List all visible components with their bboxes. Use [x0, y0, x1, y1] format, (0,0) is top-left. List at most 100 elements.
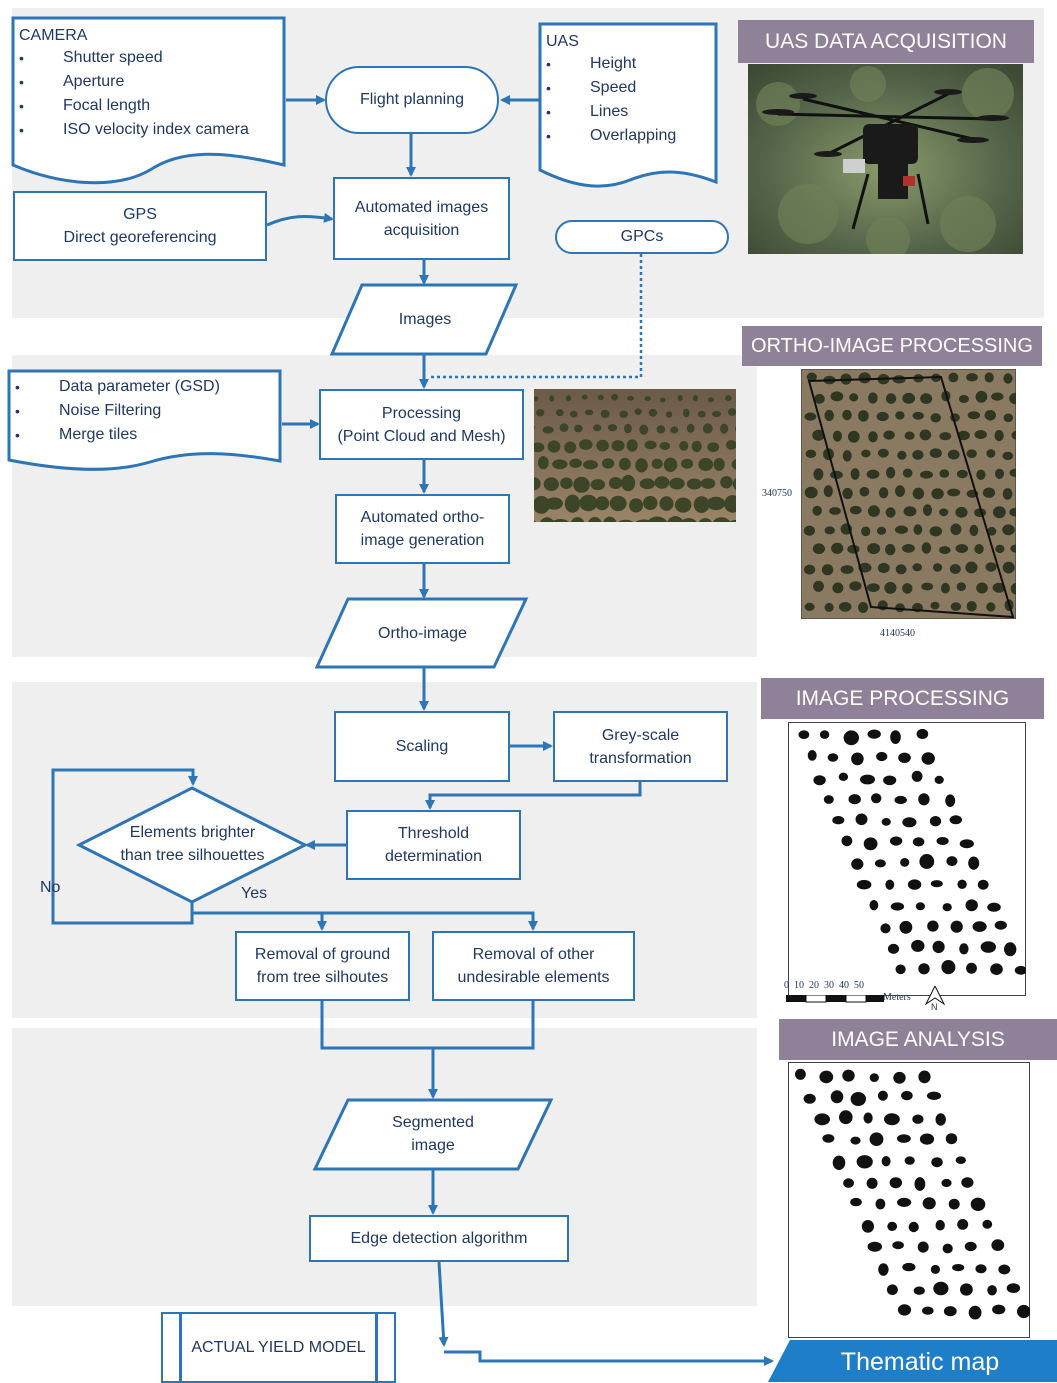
tree-canopy — [850, 1197, 862, 1207]
tree-canopy — [897, 1197, 912, 1207]
tree-canopy — [874, 859, 886, 868]
tree-canopy — [698, 518, 713, 522]
tree-canopy — [843, 1178, 854, 1188]
list-item-label: Data parameter (GSD) — [59, 378, 220, 395]
yield-model-node: ACTUAL YIELD MODEL — [161, 1312, 396, 1383]
list-item: •Data parameter (GSD) — [15, 375, 275, 399]
tree-canopy — [573, 476, 590, 493]
tree-canopy — [838, 602, 852, 612]
list-item: •Merge tiles — [15, 423, 275, 447]
tree-canopy — [965, 561, 978, 574]
gps-node: GPS Direct georeferencing — [13, 191, 267, 261]
orchard-oblique-photo — [534, 389, 736, 522]
tree-canopy — [913, 524, 923, 535]
tree-canopy — [667, 516, 684, 522]
tree-canopy — [941, 960, 956, 975]
tree-canopy — [950, 920, 963, 933]
tree-canopy — [626, 439, 638, 452]
tree-canopy — [581, 394, 588, 400]
tree-canopy — [964, 1241, 977, 1252]
tree-canopy — [952, 1264, 965, 1272]
tree-canopy — [871, 793, 882, 804]
segmented-silhouette-map — [788, 1062, 1030, 1338]
tree-canopy — [547, 440, 561, 453]
list-item: •Overlapping — [546, 124, 711, 148]
tree-canopy — [1003, 373, 1013, 384]
uas-section-label: UAS DATA ACQUISITION — [738, 20, 1034, 63]
tree-canopy — [795, 1068, 806, 1080]
list-item-label: Aperture — [63, 73, 125, 90]
tree-canopy — [931, 488, 944, 500]
tree-canopy — [570, 517, 585, 522]
tree-canopy — [692, 394, 698, 402]
tree-canopy — [968, 1305, 982, 1320]
list-item-label: Height — [590, 55, 637, 72]
tree-canopy — [994, 920, 1007, 930]
tree-canopy — [930, 880, 943, 888]
tree-canopy — [880, 923, 891, 934]
tree-canopy — [875, 1198, 886, 1210]
tree-canopy — [929, 526, 942, 537]
tree-canopy — [950, 523, 962, 536]
ortho-section-label: ORTHO-IMAGE PROCESSING — [742, 326, 1042, 366]
processing-node: Processing (Point Cloud and Mesh) — [319, 389, 524, 460]
tree-canopy — [804, 412, 817, 421]
tree-canopy — [552, 459, 568, 470]
ortho-y-coordinate: 340750 — [762, 488, 792, 499]
tree-canopy — [930, 413, 941, 423]
tree-canopy — [663, 457, 678, 472]
tree-canopy — [960, 1283, 973, 1296]
tree-canopy — [812, 429, 825, 441]
tree-canopy — [1017, 1304, 1030, 1319]
tree-canopy — [731, 459, 736, 470]
tree-canopy — [883, 775, 897, 786]
tree-canopy — [949, 815, 962, 825]
no-label: No — [40, 879, 61, 896]
tree-canopy — [912, 563, 922, 572]
tree-canopy — [959, 943, 969, 955]
tree-canopy — [819, 1070, 834, 1084]
tree-canopy — [1004, 942, 1017, 957]
tree-canopy — [830, 391, 844, 402]
tree-canopy — [627, 396, 634, 401]
tree-canopy — [876, 526, 887, 535]
tree-canopy — [579, 439, 593, 450]
tree-canopy — [965, 899, 978, 912]
tree-canopy — [643, 496, 658, 510]
tree-canopy — [855, 813, 868, 826]
tree-canopy — [850, 1136, 861, 1145]
tree-canopy — [1014, 965, 1026, 975]
tree-canopy — [814, 393, 825, 404]
tree-canopy — [706, 496, 726, 511]
tree-canopy — [992, 1304, 1006, 1315]
tree-canopy — [887, 1221, 898, 1231]
tree-canopy — [912, 450, 924, 460]
tree-canopy — [609, 495, 627, 512]
threshold-node: Threshold determination — [346, 810, 521, 880]
tree-canopy — [850, 468, 860, 480]
tree-canopy — [969, 524, 979, 537]
tree-canopy — [934, 775, 944, 784]
tree-canopy — [1009, 507, 1016, 517]
tree-canopy — [985, 562, 997, 572]
tree-canopy — [919, 1133, 935, 1145]
bullet-icon: • — [546, 80, 551, 96]
tree-canopy — [624, 423, 632, 434]
tree-canopy — [565, 395, 572, 402]
tree-canopy — [902, 468, 913, 478]
tree-canopy — [654, 476, 670, 489]
list-item-label: Overlapping — [590, 127, 677, 144]
tree-canopy — [982, 1219, 993, 1229]
tree-canopy — [911, 939, 925, 952]
flight-planning-node: Flight planning — [325, 66, 499, 134]
decision-label: Elements brighter than tree silhouettes — [120, 824, 265, 864]
tree-canopy — [588, 517, 602, 522]
tree-canopy — [621, 474, 636, 492]
tree-canopy — [848, 430, 860, 443]
processing-document-shape — [7, 369, 282, 471]
tree-canopy — [861, 1220, 874, 1233]
tree-canopy — [806, 372, 817, 382]
tree-canopy — [922, 1306, 934, 1315]
camera-document-shape — [11, 16, 286, 185]
tree-canopy — [922, 1197, 936, 1210]
